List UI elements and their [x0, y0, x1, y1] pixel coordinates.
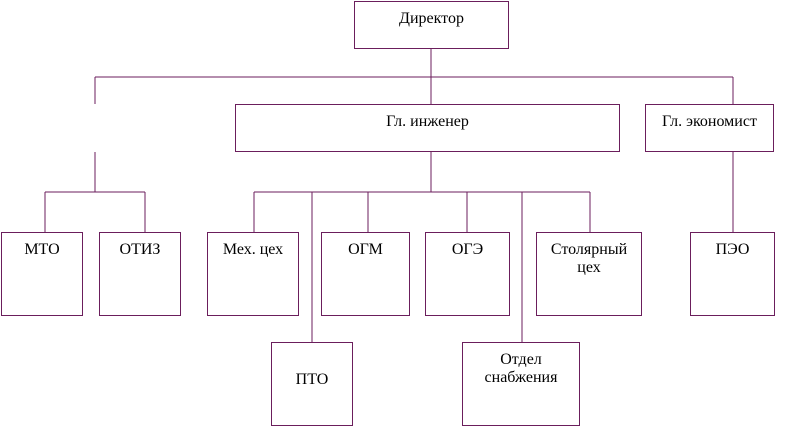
- node-ogm-label: ОГМ: [348, 241, 383, 258]
- node-mto-label: МТО: [24, 241, 60, 258]
- node-chief-economist-label: Гл. экономист: [662, 113, 757, 130]
- node-ogm: ОГМ: [321, 232, 410, 316]
- node-mech-shop-label: Мех. цех: [222, 241, 284, 258]
- node-chief-engineer-label: Гл. инженер: [386, 113, 469, 130]
- node-otiz-label: ОТИЗ: [119, 241, 161, 258]
- node-supply-dept-label-line2: снабжения: [484, 369, 558, 386]
- node-oge: ОГЭ: [425, 232, 510, 316]
- node-chief-engineer: Гл. инженер: [235, 104, 620, 152]
- node-mech-shop: Мех. цех: [207, 232, 299, 316]
- node-otiz: ОТИЗ: [99, 232, 181, 316]
- node-peo-label: ПЭО: [715, 241, 750, 258]
- node-mto: МТО: [1, 232, 83, 316]
- node-supply-dept-label-line1: Отдел: [500, 351, 542, 368]
- node-carpentry-shop-label-line2: цех: [577, 259, 601, 276]
- node-pto-label: ПТО: [295, 371, 329, 388]
- node-pto: ПТО: [271, 342, 353, 426]
- node-carpentry-shop: Столярный цех: [536, 232, 642, 316]
- node-director-label: Директор: [399, 10, 464, 27]
- node-director: Директор: [354, 1, 509, 49]
- node-supply-dept: Отдел снабжения: [462, 342, 580, 426]
- node-chief-economist: Гл. экономист: [645, 104, 774, 152]
- node-oge-label: ОГЭ: [451, 241, 484, 258]
- node-peo: ПЭО: [690, 232, 775, 316]
- node-carpentry-shop-label-line1: Столярный: [550, 241, 628, 258]
